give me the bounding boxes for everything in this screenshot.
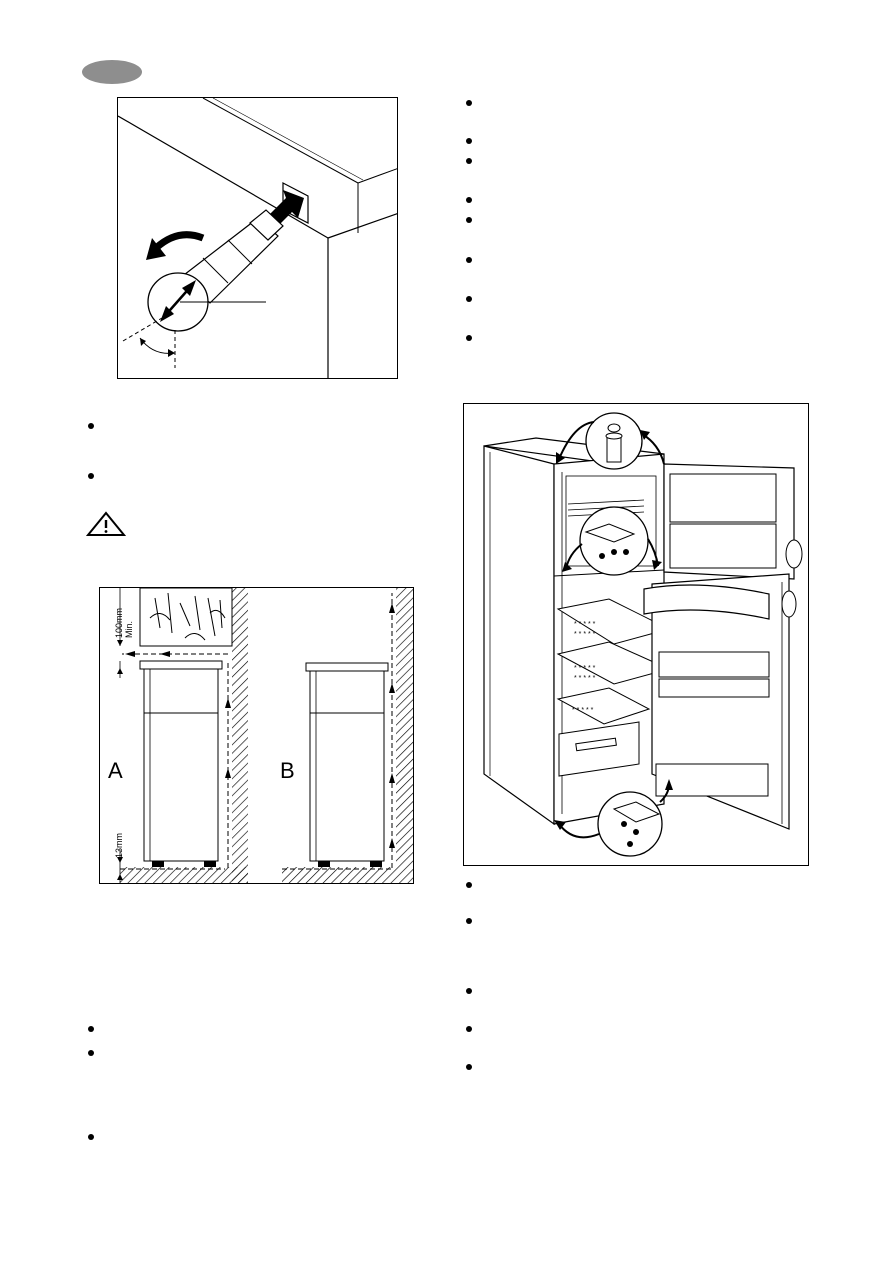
bullet-point (466, 197, 472, 203)
bullet-point (466, 158, 472, 164)
spacer-insertion-drawing (118, 98, 397, 378)
label-13mm: 13mm (114, 833, 124, 858)
bullet-point (466, 296, 472, 302)
bullet-point (466, 1064, 472, 1070)
figure-door-reversal: * * * * * * * * * * * * * * * * * * * * … (463, 403, 809, 866)
label-a: A (108, 758, 123, 783)
bullet-point (466, 217, 472, 223)
figure-spacer-insertion (117, 97, 398, 379)
bullet-point (466, 100, 472, 106)
svg-text:* * * * *: * * * * * (574, 631, 596, 638)
bullet-point (88, 423, 94, 429)
figure-ventilation-spacing: 100mm Min. 13mm A B (99, 587, 414, 884)
svg-text:* * * * *: * * * * * (572, 707, 594, 714)
warning-triangle-icon (85, 511, 127, 542)
bullet-point (88, 1050, 94, 1056)
bullet-point (466, 882, 472, 888)
bullet-point (466, 335, 472, 341)
bullet-point (466, 257, 472, 263)
svg-text:* * * * *: * * * * * (574, 621, 596, 628)
bullet-point (88, 473, 94, 479)
label-100mm: 100mm (114, 608, 124, 638)
bullet-point (88, 1026, 94, 1032)
bullet-point (466, 918, 472, 924)
svg-text:* * * * *: * * * * * (574, 665, 596, 672)
svg-text:* * * * *: * * * * * (574, 675, 596, 682)
section-marker (82, 60, 142, 84)
label-b: B (280, 758, 295, 783)
bullet-point (466, 1026, 472, 1032)
label-min: Min. (124, 621, 134, 638)
ventilation-diagram: 100mm Min. 13mm A B (108, 588, 413, 883)
bullet-point (466, 988, 472, 994)
bullet-point (88, 1134, 94, 1140)
bullet-point (466, 138, 472, 144)
door-reversal-drawing: * * * * * * * * * * * * * * * * * * * * … (483, 412, 803, 857)
